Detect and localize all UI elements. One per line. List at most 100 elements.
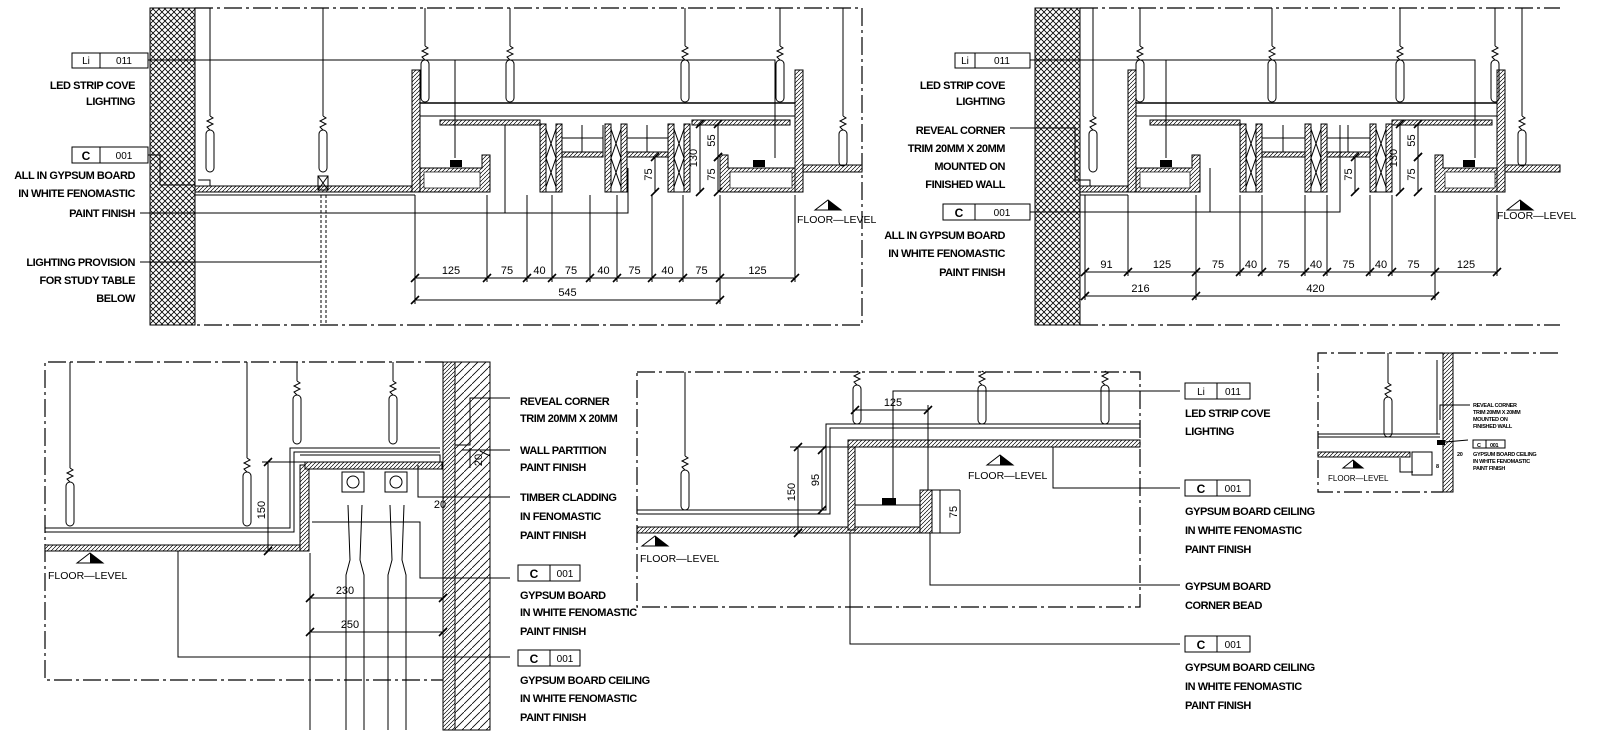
hanger-spring-icon [1517,115,1527,131]
led-fixture [753,160,765,167]
dimension-label: 420 [1306,283,1324,295]
fin-bracing [1370,128,1392,193]
hanger-capsule [292,394,302,445]
gypsum-ceiling-board [44,544,306,552]
drawing-text: 001 [1225,484,1242,495]
dimension-label: 75 [565,265,577,277]
label-led-strip: LED STRIP COVE [50,80,135,92]
timber-cladding [304,461,443,470]
dimension-tick [1395,187,1405,197]
panel-section-b: FLOOR—LEVEL Li 011 LED STRIP COVE LIGHTI… [884,7,1577,326]
dimension-tick [695,187,705,197]
gypsum-ceiling-board [194,185,416,193]
hanger-capsule [1383,396,1393,438]
hanger-spring-icon [838,115,848,131]
box-wall-right [794,69,804,193]
dimension-label: 75 [628,265,640,277]
wall-plaster [442,361,456,731]
drawing-text: 001 [994,208,1011,219]
label-corner-bead: GYPSUM BOARD [1185,581,1271,593]
drawing-text: 011 [116,56,132,67]
hanger-capsule [775,59,785,103]
tag-li-011: Li 011 [1184,382,1251,400]
label-led-strip: LED STRIP COVE [1185,408,1270,420]
dimension-tick [713,187,723,197]
led-fixture [882,498,896,505]
dimension-label: 75 [1406,168,1418,180]
drawing-text: C [1197,638,1206,652]
dimension-label: 150 [256,501,268,519]
dimension-label: 20 [1457,452,1463,458]
hanger-spring-icon [775,45,785,61]
hanger-spring-icon [1100,370,1110,386]
dimension-tick [1413,119,1423,129]
dimension-label: 125 [1153,259,1171,271]
fin-board [1239,123,1247,193]
dimension-label: 216 [1131,283,1149,295]
hanger-spring-icon [1135,45,1145,61]
fin-board [667,123,675,193]
dimension-label: 125 [748,265,766,277]
dimension-label: 40 [661,265,673,277]
hanger-capsule [205,129,215,173]
dimension-label: 75 [948,506,960,518]
hanger-spring-icon [680,455,690,471]
dimension-label: 75 [1342,259,1354,271]
corner-bead [919,489,933,534]
label-led-strip: LIGHTING [956,96,1005,108]
label-gypsum-ceiling: GYPSUM BOARD CEILING [1185,506,1315,518]
floor-level-label: FLOOR—LEVEL [48,570,128,582]
wall-hatch [1034,7,1081,326]
label-lighting-provision: BELOW [96,293,136,305]
drawing-text: 001 [1225,640,1242,651]
gypsum-ceiling-board [1317,451,1411,458]
dimension-label: 130 [688,149,700,167]
hanger-spring-icon [852,370,862,386]
dimension-label: 20 [434,499,446,511]
drawing-text: C [530,567,539,581]
label-timber-cladding: IN FENOMASTIC [520,511,601,523]
floor-level-label: FLOOR—LEVEL [1328,474,1389,483]
tag-c-001: C 001 [942,203,1031,221]
tag-c-001: C 001 [517,564,581,582]
drawing-text: C [82,149,91,163]
hanger-capsule [420,59,430,103]
hanger-spring-icon [420,45,430,61]
tag-c-001: C 001 [1184,635,1251,653]
led-fixture [1463,160,1475,167]
dimension-label: 75 [706,168,718,180]
box-wall-left [411,69,421,193]
label-reveal-corner: MOUNTED ON [934,161,1005,173]
hanger-capsule [388,394,398,445]
dimension-label: 75 [1407,259,1419,271]
tag-c-001: C 001 [1472,439,1506,449]
dimension-label: 545 [558,287,576,299]
dimension-tick [1350,152,1360,162]
label-gypsum: IN WHITE FENOMASTIC [520,607,637,619]
hanger-spring-icon [1395,45,1405,61]
label-gypsum: PAINT FINISH [939,267,1005,279]
drawing-text: Li [82,56,90,67]
tag-li-011: Li 011 [954,52,1031,69]
dimension-label: 75 [643,168,655,180]
fin-bracing [1305,128,1327,193]
label-timber-cladding: PAINT FINISH [520,530,586,542]
dimension-label: 40 [533,265,545,277]
fin-board [604,123,612,193]
dimension-label: 75 [501,265,513,277]
dimension-label: 55 [706,134,718,146]
tag-c-001: C 001 [1184,479,1251,497]
label-wall-partition: PAINT FINISH [520,462,586,474]
hanger-spring-icon [505,45,515,61]
label-gypsum: PAINT FINISH [520,626,586,638]
floor-level-label: FLOOR—LEVEL [797,214,877,226]
dimension-label: 8 [1436,464,1439,470]
fin-bracing [605,128,627,193]
label-gypsum-ceiling: PAINT FINISH [1185,700,1251,712]
label-corner-bead: CORNER BEAD [1185,600,1262,612]
tag-c-001: C 001 [517,649,581,667]
label-gypsum-ceiling: IN WHITE FENOMASTIC [1185,525,1302,537]
drawing-text: C [1477,443,1481,449]
detail-frame [1080,7,1560,326]
dimension-tick [695,119,705,129]
